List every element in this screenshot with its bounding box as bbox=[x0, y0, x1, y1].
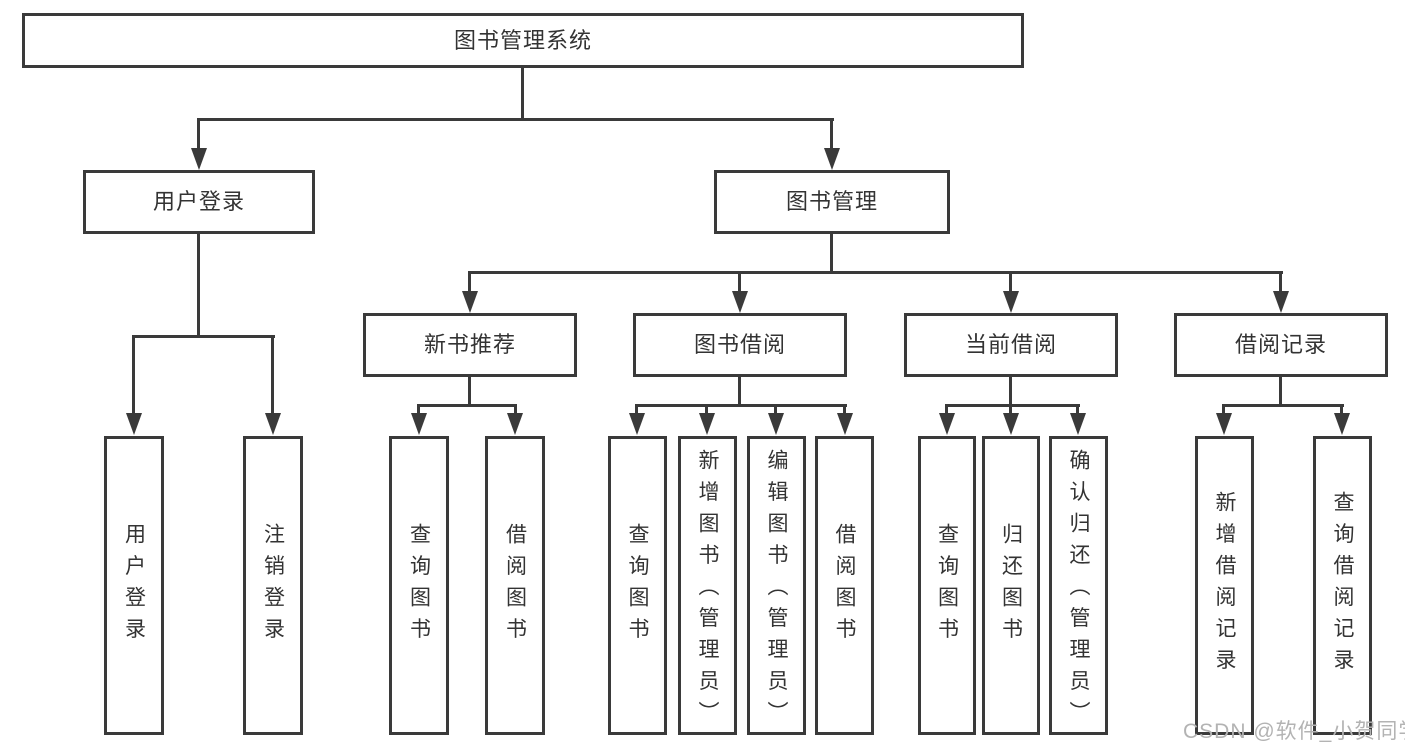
connector-level1-split bbox=[197, 118, 834, 121]
arrow-down-icon bbox=[939, 413, 955, 435]
node-leaf-user-login: 用户登录 bbox=[104, 436, 164, 735]
connector-stub bbox=[1009, 404, 1012, 416]
arrow-down-icon bbox=[1216, 413, 1232, 435]
arrow-down-icon bbox=[1334, 413, 1350, 435]
connector-stub bbox=[1076, 404, 1079, 416]
node-current-borrow: 当前借阅 bbox=[904, 313, 1118, 377]
connector-drop-new-book-recommend bbox=[468, 271, 471, 293]
connector-book-management-down bbox=[830, 234, 833, 274]
node-leaf-confirm-return-admin: 确认归还（管理员） bbox=[1049, 436, 1108, 735]
node-leaf-borrow-books: 借阅图书 bbox=[815, 436, 874, 735]
connector-records-down bbox=[1279, 377, 1282, 407]
node-book-borrow: 图书借阅 bbox=[633, 313, 847, 377]
node-leaf-query-books-recommend: 查询图书 bbox=[389, 436, 449, 735]
node-leaf-query-books-current: 查询图书 bbox=[918, 436, 976, 735]
connector-current-split bbox=[945, 404, 1080, 407]
connector-stub bbox=[945, 404, 948, 416]
arrow-down-icon bbox=[1003, 291, 1019, 313]
connector-drop-book-management bbox=[830, 118, 833, 150]
arrow-down-icon bbox=[265, 413, 281, 435]
connector-records-split bbox=[1222, 404, 1344, 407]
connector-drop-current-borrow bbox=[1009, 271, 1012, 293]
arrow-down-icon bbox=[1070, 413, 1086, 435]
arrow-down-icon bbox=[837, 413, 853, 435]
connector-stub bbox=[705, 404, 708, 416]
node-user-login-branch: 用户登录 bbox=[83, 170, 315, 234]
node-new-book-recommend: 新书推荐 bbox=[363, 313, 577, 377]
connector-drop-leaf-logout bbox=[271, 335, 274, 415]
node-leaf-edit-books-admin: 编辑图书（管理员） bbox=[747, 436, 806, 735]
node-book-management-branch: 图书管理 bbox=[714, 170, 950, 234]
connector-user-login-down bbox=[197, 234, 200, 338]
connector-stub bbox=[1222, 404, 1225, 416]
connector-stub bbox=[514, 404, 517, 416]
arrow-down-icon bbox=[126, 413, 142, 435]
csdn-watermark: CSDN @软件_小贺同学 bbox=[1183, 720, 1405, 743]
node-leaf-logout: 注销登录 bbox=[243, 436, 303, 735]
node-leaf-query-borrow-record: 查询借阅记录 bbox=[1313, 436, 1372, 735]
node-leaf-return-books: 归还图书 bbox=[982, 436, 1040, 735]
node-leaf-add-borrow-record: 新增借阅记录 bbox=[1195, 436, 1254, 735]
arrow-down-icon bbox=[1273, 291, 1289, 313]
connector-drop-book-borrow bbox=[738, 271, 741, 293]
arrow-down-icon bbox=[191, 148, 207, 170]
connector-stub bbox=[843, 404, 846, 416]
arrow-down-icon bbox=[732, 291, 748, 313]
connector-recommend-split bbox=[417, 404, 517, 407]
node-root-library-management-system: 图书管理系统 bbox=[22, 13, 1024, 68]
connector-stub bbox=[417, 404, 420, 416]
connector-recommend-down bbox=[468, 377, 471, 407]
arrow-down-icon bbox=[768, 413, 784, 435]
arrow-down-icon bbox=[411, 413, 427, 435]
arrow-down-icon bbox=[629, 413, 645, 435]
connector-user-login-split bbox=[132, 335, 275, 338]
node-leaf-add-books-admin: 新增图书（管理员） bbox=[678, 436, 737, 735]
connector-book-management-split bbox=[468, 271, 1283, 274]
connector-current-down bbox=[1009, 377, 1012, 407]
connector-stub bbox=[774, 404, 777, 416]
node-leaf-query-books-borrow: 查询图书 bbox=[608, 436, 667, 735]
connector-drop-leaf-user-login bbox=[132, 335, 135, 415]
connector-stub bbox=[635, 404, 638, 416]
connector-stub bbox=[1340, 404, 1343, 416]
node-borrow-records: 借阅记录 bbox=[1174, 313, 1388, 377]
connector-borrow-down bbox=[738, 377, 741, 407]
connector-borrow-split bbox=[635, 404, 847, 407]
arrow-down-icon bbox=[507, 413, 523, 435]
arrow-down-icon bbox=[699, 413, 715, 435]
arrow-down-icon bbox=[462, 291, 478, 313]
connector-drop-user-login bbox=[197, 118, 200, 150]
connector-drop-borrow-records bbox=[1279, 271, 1282, 293]
arrow-down-icon bbox=[824, 148, 840, 170]
arrow-down-icon bbox=[1003, 413, 1019, 435]
node-leaf-borrow-books-recommend: 借阅图书 bbox=[485, 436, 545, 735]
connector-root-down bbox=[521, 68, 524, 121]
